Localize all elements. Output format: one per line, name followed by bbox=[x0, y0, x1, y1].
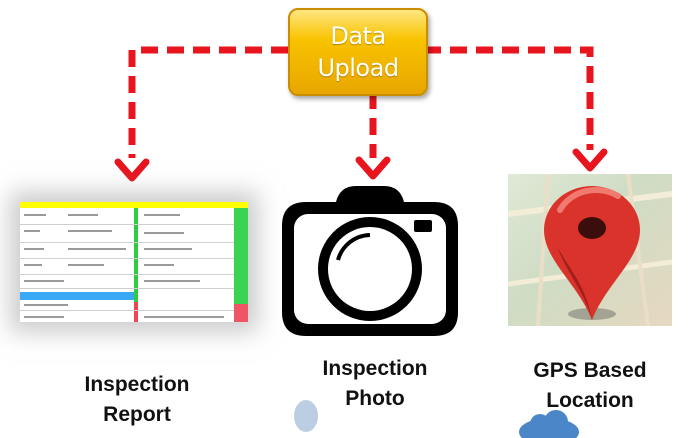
arrow-to-report bbox=[128, 46, 288, 158]
data-upload-line1: Data bbox=[330, 22, 386, 50]
data-upload-node: Data Upload bbox=[288, 8, 428, 96]
faint-cloud-decoration bbox=[519, 410, 579, 438]
arrowhead-photo bbox=[355, 156, 391, 180]
caption-report-line1: Inspection bbox=[84, 373, 190, 396]
caption-location-line2: Location bbox=[546, 389, 634, 412]
caption-location-line1: GPS Based bbox=[533, 359, 647, 382]
spreadsheet-icon bbox=[20, 202, 248, 322]
arrowhead-report bbox=[114, 158, 150, 182]
caption-photo-line1: Inspection bbox=[322, 357, 428, 380]
faint-figure-decoration bbox=[294, 400, 318, 432]
camera-icon bbox=[282, 186, 458, 336]
caption-report-line2: Report bbox=[103, 403, 171, 426]
caption-gps-location: GPS Based Location bbox=[502, 356, 678, 416]
caption-inspection-photo: Inspection Photo bbox=[280, 354, 470, 414]
data-upload-line2: Upload bbox=[317, 54, 399, 82]
arrow-to-location bbox=[424, 46, 594, 150]
caption-photo-line2: Photo bbox=[345, 387, 405, 410]
arrowhead-location bbox=[572, 148, 608, 172]
map-pin-icon bbox=[508, 174, 672, 326]
caption-inspection-report: Inspection Report bbox=[42, 370, 232, 430]
